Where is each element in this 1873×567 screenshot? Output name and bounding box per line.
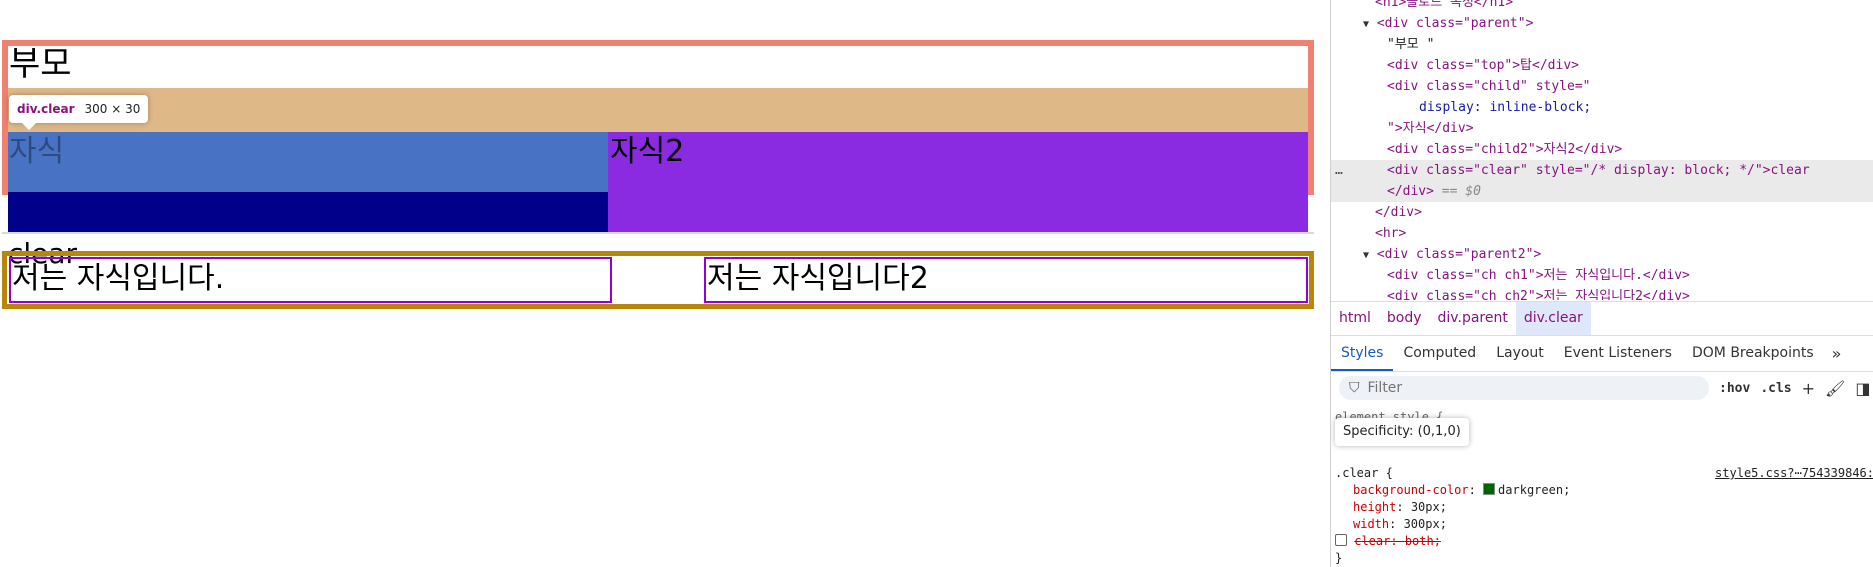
breadcrumb-div-parent[interactable]: div.parent <box>1437 310 1508 326</box>
dom-line-child-close[interactable]: ">자식</div> <box>1331 118 1873 139</box>
clear-highlight-box <box>8 192 608 232</box>
prop-value[interactable]: 30px; <box>1410 500 1447 514</box>
parent-box <box>2 40 1314 195</box>
clear-rule-selector[interactable]: .clear { <box>1335 466 1393 480</box>
dom-text: <div class="clear" style="/* display: bl… <box>1387 163 1810 178</box>
rule-close: } <box>1335 551 1343 565</box>
rendered-page: 부모 자식 자식2 clear div.clear 300 × 30 저는 자식… <box>2 40 1314 309</box>
dom-line-child2[interactable]: <div class="child2">자식2</div> <box>1331 139 1873 160</box>
tooltip-arrow <box>22 123 36 130</box>
dom-line-child[interactable]: <div class="child" style=" <box>1331 76 1873 97</box>
tab-styles[interactable]: Styles <box>1331 335 1394 371</box>
top-box <box>8 88 1308 132</box>
expand-triangle-icon[interactable]: ▼ <box>1363 19 1370 30</box>
ch1-box: 저는 자식입니다. <box>9 257 612 303</box>
dom-line-hr[interactable]: <hr> <box>1331 223 1873 244</box>
dom-text: display: inline-block; <box>1419 100 1592 115</box>
tab-computed[interactable]: Computed <box>1403 345 1477 361</box>
prop-name: height <box>1353 500 1397 514</box>
dom-text: <div class="ch ch1">저는 자식입니다.</div> <box>1387 268 1690 283</box>
prop-name: background-color <box>1353 483 1469 497</box>
prop-clear[interactable]: clear: both; <box>1335 533 1441 550</box>
child2-label: 자식2 <box>610 134 685 169</box>
dom-line-top[interactable]: <div class="top">탑</div> <box>1331 55 1873 76</box>
styles-toolbar: ⛉ :hov .cls + 🖌 ◨ <box>1331 372 1873 404</box>
sidebar-toggle-icon[interactable]: ◨ <box>1855 378 1871 398</box>
element-tooltip: div.clear 300 × 30 <box>9 95 149 123</box>
child-box <box>8 132 608 192</box>
filter-box[interactable]: ⛉ <box>1339 376 1709 400</box>
dom-text: <div class="child2">자식2</div> <box>1387 142 1623 157</box>
parent-label: 부모 <box>9 44 72 84</box>
add-rule-button[interactable]: + <box>1801 378 1816 398</box>
dom-line-parent[interactable]: ▼ <div class="parent"> <box>1331 13 1873 34</box>
prop-value[interactable]: darkgreen; <box>1498 483 1571 497</box>
prop-checkbox[interactable] <box>1335 534 1347 546</box>
breadcrumb: html body div.parent div.clear <box>1331 301 1873 336</box>
prop-name: clear <box>1354 534 1391 548</box>
dom-text: <div class="top">탑</div> <box>1387 58 1579 73</box>
dom-text: <div class="ch ch2">저는 자식입니다2</div> <box>1387 289 1690 300</box>
prop-value[interactable]: both; <box>1404 534 1441 548</box>
specificity-tooltip: Specificity: (0,1,0) <box>1335 418 1469 446</box>
prop-background-color[interactable]: background-color: darkgreen; <box>1353 483 1571 497</box>
dom-text: <div class="parent2"> <box>1376 247 1542 262</box>
child-label: 자식 <box>9 134 65 169</box>
hover-state-button[interactable]: :hov <box>1719 380 1751 396</box>
dom-text: <div class="parent"> <box>1376 16 1534 31</box>
dom-text: == $0 <box>1441 184 1481 199</box>
prop-value[interactable]: 300px; <box>1403 517 1447 531</box>
filter-input[interactable] <box>1365 379 1690 397</box>
dom-text: <div class="child" style=" <box>1387 79 1591 94</box>
expand-triangle-icon[interactable]: ▼ <box>1363 250 1370 261</box>
tooltip-element-name: div.clear <box>17 102 75 116</box>
dom-text: <hr> <box>1375 226 1407 241</box>
dom-line-clear-selected[interactable]: … <div class="clear" style="/* display: b… <box>1331 160 1873 181</box>
more-tabs-icon[interactable]: » <box>1831 343 1842 363</box>
paint-brush-icon[interactable]: 🖌 <box>1825 378 1846 398</box>
dom-line-clear-close[interactable]: </div> == $0 <box>1331 181 1873 202</box>
tab-event-listeners[interactable]: Event Listeners <box>1563 345 1672 361</box>
filter-icon: ⛉ <box>1349 380 1360 396</box>
dom-text: ">자식</div> <box>1387 121 1474 136</box>
child2-box <box>608 132 1308 232</box>
styles-pane: element.style { k; .clear { style5.css?⋯… <box>1331 405 1873 567</box>
more-dots-icon[interactable]: … <box>1335 163 1343 178</box>
parent2-box <box>2 251 1314 309</box>
devtools-tabs: Styles Computed Layout Event Listeners D… <box>1331 335 1873 372</box>
horizontal-rule <box>2 232 1314 234</box>
prop-height[interactable]: height: 30px; <box>1353 500 1447 514</box>
devtools-panel: <h1>블로드 속성</h1> ▼ <div class="parent"> "… <box>1330 0 1873 567</box>
tooltip-element-size: 300 × 30 <box>84 102 141 116</box>
dom-text: "부모 " <box>1387 37 1435 52</box>
dom-line-parent2[interactable]: ▼ <div class="parent2"> <box>1331 244 1873 265</box>
breadcrumb-div-clear[interactable]: div.clear <box>1515 302 1591 335</box>
ch2-box: 저는 자식입니다2 <box>704 257 1308 303</box>
dom-line-ch2[interactable]: <div class="ch ch2">저는 자식입니다2</div> <box>1331 286 1873 300</box>
dom-line-child-style[interactable]: display: inline-block; <box>1331 97 1873 118</box>
breadcrumb-html[interactable]: html <box>1339 310 1371 326</box>
dom-line-parent-close[interactable]: </div> <box>1331 202 1873 223</box>
dom-text: <h1>블로드 속성</h1> <box>1375 0 1514 10</box>
ch1-label: 저는 자식입니다. <box>12 261 225 296</box>
color-swatch[interactable] <box>1483 483 1496 495</box>
stylesheet-source-link[interactable]: style5.css?⋯754339846: <box>1715 466 1873 480</box>
dom-text: </div> <box>1375 205 1422 220</box>
class-toggle-button[interactable]: .cls <box>1760 380 1792 396</box>
tab-dom-breakpoints[interactable]: DOM Breakpoints <box>1691 345 1814 361</box>
tab-layout[interactable]: Layout <box>1496 345 1544 361</box>
dom-text: </div> <box>1387 184 1434 199</box>
dom-line-ch1[interactable]: <div class="ch ch1">저는 자식입니다.</div> <box>1331 265 1873 286</box>
prop-name: width <box>1353 517 1390 531</box>
dom-line-text[interactable]: "부모 " <box>1331 34 1873 55</box>
dom-line-h1[interactable]: <h1>블로드 속성</h1> <box>1331 0 1873 13</box>
breadcrumb-body[interactable]: body <box>1386 310 1422 326</box>
prop-width[interactable]: width: 300px; <box>1353 517 1447 531</box>
ch2-label: 저는 자식입니다2 <box>707 261 929 296</box>
